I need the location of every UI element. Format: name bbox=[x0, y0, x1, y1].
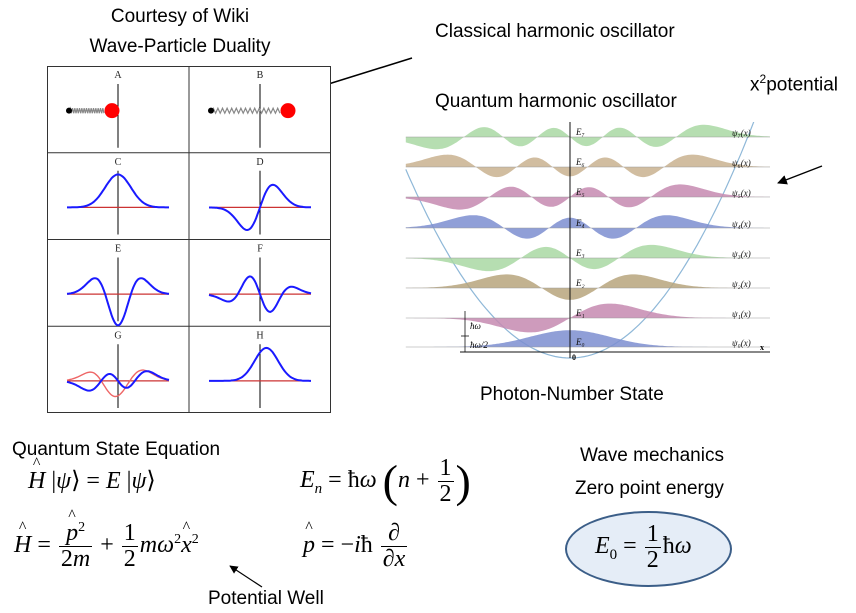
wavefunction-fill-4 bbox=[405, 215, 770, 239]
psi-label-1: ψ₁(x) bbox=[732, 309, 751, 319]
quantum-state-equation-label: Quantum State Equation bbox=[12, 439, 221, 460]
energy-label-1: E₁ bbox=[575, 308, 585, 318]
zero-point-energy-ellipse bbox=[565, 511, 732, 587]
quantum-oscillator-label: Quantum harmonic oscillator bbox=[435, 91, 677, 112]
wave-blue-d bbox=[209, 183, 311, 232]
energy-label-4: E₄ bbox=[575, 218, 585, 228]
spring-a bbox=[68, 106, 105, 114]
panel-label-d: D bbox=[256, 157, 263, 168]
quantum-oscillator-diagram: E₇ ψ₇(x) E₆ ψ₆(x) E₅ ψ₅(x) E₄ ψ₄(x) E₃ ψ₃(x) E₂ ψ₂(… bbox=[405, 122, 770, 362]
mass-ball-a bbox=[104, 103, 120, 119]
schrodinger-equation: H |ψ⟩ = E |ψ⟩ bbox=[28, 466, 156, 495]
psi-label-5: ψ₅(x) bbox=[732, 188, 751, 198]
panel-label-b: B bbox=[257, 70, 264, 81]
x2-sup: 2 bbox=[759, 72, 767, 86]
psi-label-6: ψ₆(x) bbox=[732, 158, 751, 168]
credit-line-2: Wave-Particle Duality bbox=[89, 36, 271, 57]
psi-label-7: ψ₇(x) bbox=[732, 128, 751, 138]
panel-label-h: H bbox=[256, 330, 263, 341]
hw-half-label: ħω/2 bbox=[470, 340, 488, 350]
panel-label-f: F bbox=[257, 244, 263, 255]
photon-number-state-label: Photon-Number State bbox=[480, 384, 664, 405]
wave-blue-c bbox=[67, 173, 169, 209]
x2-base: x bbox=[750, 74, 760, 96]
wave-blue-h bbox=[209, 346, 311, 382]
psi-label-3: ψ₃(x) bbox=[732, 249, 751, 259]
psi-label-2: ψ₂(x) bbox=[732, 279, 751, 289]
arrow-to-psi5 bbox=[777, 165, 823, 185]
wavefunction-fill-2 bbox=[405, 274, 770, 300]
energy-label-7: E₇ bbox=[575, 127, 585, 137]
energy-label-5: E₅ bbox=[575, 187, 585, 197]
arrow-to-potential-term bbox=[229, 565, 263, 588]
x2-rest: potential bbox=[766, 74, 839, 96]
wave-blue-e bbox=[66, 277, 170, 327]
wave-mechanics-label: Wave mechanics bbox=[580, 445, 724, 466]
panel-label-c: C bbox=[115, 157, 122, 168]
potential-well-label: Potential Well bbox=[208, 588, 324, 609]
wave-blue-g bbox=[66, 370, 170, 392]
wavefunction-fill-0 bbox=[405, 330, 770, 347]
hw-label: ħω bbox=[470, 321, 481, 331]
classical-oscillator-label: Classical harmonic oscillator bbox=[435, 21, 675, 42]
mass-ball-b bbox=[280, 103, 296, 119]
panel-label-g: G bbox=[114, 330, 121, 341]
origin-label: 0 bbox=[572, 353, 576, 362]
energy-label-2: E₂ bbox=[575, 278, 585, 288]
panel-grid-svg: A B C D E F G H bbox=[47, 66, 331, 413]
spring-anchor-a bbox=[66, 107, 72, 114]
spring-b bbox=[210, 106, 281, 115]
wave-blue-f bbox=[208, 275, 312, 313]
momentum-operator-equation: p = −iħ ∂∂x bbox=[303, 520, 409, 572]
panel-label-e: E bbox=[115, 244, 121, 255]
oscillator-panel-grid: A B C D E F G H bbox=[47, 66, 331, 413]
x-axis-label: x bbox=[760, 343, 764, 352]
spring-anchor-b bbox=[208, 107, 214, 114]
energy-label-6: E₆ bbox=[575, 157, 585, 167]
zero-point-energy-label: Zero point energy bbox=[575, 478, 724, 499]
panel-label-a: A bbox=[114, 70, 122, 81]
x-squared-potential-label: x2potential bbox=[750, 72, 838, 96]
credit-line-1: Courtesy of Wiki bbox=[110, 6, 250, 27]
energy-label-3: E₃ bbox=[575, 248, 585, 258]
psi-label-4: ψ₄(x) bbox=[732, 219, 751, 229]
wavefunction-fill-6 bbox=[405, 154, 770, 178]
energy-label-0: E₀ bbox=[575, 337, 585, 347]
psi-label-0: ψ₀(x) bbox=[732, 338, 751, 348]
